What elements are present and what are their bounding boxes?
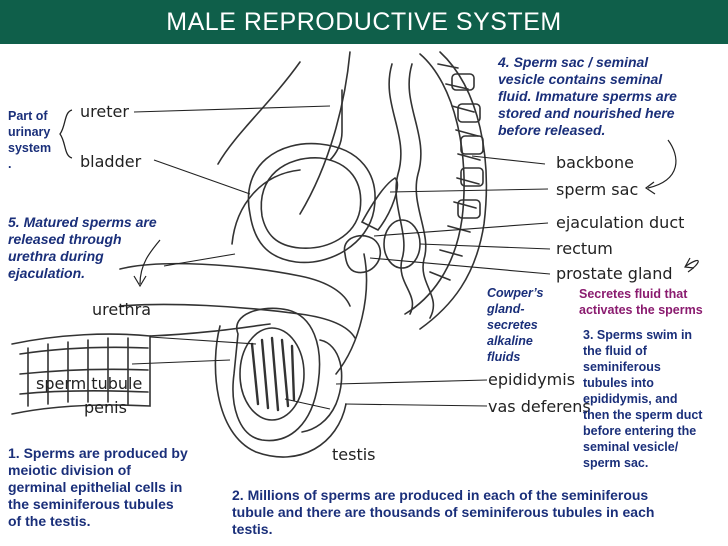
label-bladder: bladder [80,152,142,171]
note-1: 1. Sperms are produced by meiotic divisi… [8,445,188,529]
label-testis: testis [332,445,376,464]
note-prostate-secretion: Secretes fluid that activates the sperms [579,287,703,317]
label-penis: penis [84,398,127,417]
note-5: 5. Matured sperms are released through u… [8,214,157,281]
leader-sperm-sac [389,188,549,193]
leader-vas [344,403,488,407]
leader-penis [131,359,231,365]
testis-drawing [232,307,343,442]
leader-bladder [153,159,251,195]
label-prostate-gland: prostate gland [556,264,673,283]
label-ureter: ureter [80,102,129,121]
leader-ejaculation [373,222,549,237]
leader-testis [284,398,331,410]
anatomy-diagram [11,51,699,458]
leader-sperm-tubule [149,336,257,345]
rectum-drawing [383,63,435,319]
note-urinary-system: Part of urinary system . [8,109,52,171]
leader-urethra [163,253,236,267]
arrow-prostate [685,259,699,273]
page-title: MALE REPRODUCTIVE SYSTEM [166,7,562,36]
title-bar: MALE REPRODUCTIVE SYSTEM [0,0,728,44]
leader-epididymis [335,379,488,385]
label-urethra: urethra [92,300,152,319]
note-3: 3. Sperms swim in the fluid of seminifer… [583,328,703,470]
note-2: 2. Millions of sperms are produced in ea… [232,487,655,537]
label-rectum: rectum [556,239,613,258]
note-cowpers-gland: Cowper’s gland- secretes alkaline fluids [487,286,544,364]
penis-drawing [11,262,356,415]
leader-prostate [369,257,551,275]
urinary-bracket [59,109,73,159]
arrow-note4 [647,139,677,189]
label-epididymis: epididymis [488,370,576,389]
note-4: 4. Sperm sac / seminal vesicle contains … [498,54,677,138]
arrow-note5 [139,239,161,285]
label-ejaculation-duct: ejaculation duct [556,213,685,232]
label-sperm-sac: sperm sac [556,180,639,199]
leader-ureter [133,105,331,113]
label-sperm-tubule: sperm tubule [36,374,143,393]
label-vas-deferens: vas deferens [488,397,591,416]
leader-backbone [471,155,546,165]
label-backbone: backbone [556,153,634,172]
leader-rectum [419,243,551,250]
bladder-drawing [247,142,376,264]
